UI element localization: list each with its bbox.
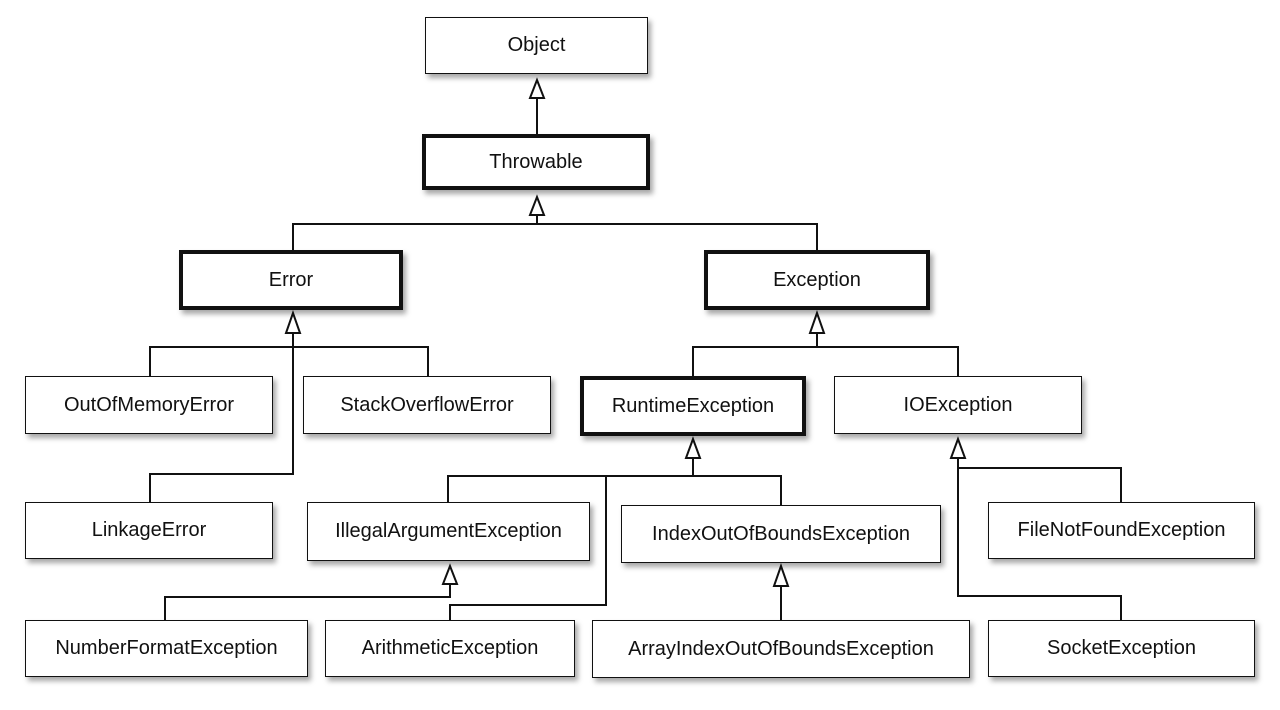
array-index-out-of-bounds-exception-label: ArrayIndexOutOfBoundsException — [628, 637, 934, 660]
edge-number-format-illegal-argument — [164, 584, 451, 620]
arrowhead-object — [528, 77, 546, 99]
out-of-memory-error-node: OutOfMemoryError — [25, 376, 273, 434]
io-exception-label: IOException — [903, 393, 1013, 416]
linkage-error-label: LinkageError — [91, 519, 207, 541]
number-format-exception-label: NumberFormatException — [55, 637, 278, 659]
file-not-found-exception-node: FileNotFoundException — [988, 502, 1255, 559]
object-node: Object — [425, 17, 648, 74]
edge-index-oob-runtime — [692, 458, 782, 505]
stack-overflow-error-label: StackOverflowError — [340, 393, 514, 416]
arrowhead-error — [284, 309, 302, 334]
out-of-memory-error-label: OutOfMemoryError — [63, 393, 235, 416]
error-label: Error — [268, 268, 314, 291]
array-index-out-of-bounds-exception-node: ArrayIndexOutOfBoundsException — [592, 620, 970, 678]
edge-illegal-argument-runtime — [447, 475, 693, 502]
exception-label: Exception — [773, 268, 861, 291]
number-format-exception-node: NumberFormatException — [25, 620, 308, 677]
arrowhead-io-exception — [949, 436, 967, 459]
arrowhead-runtime-exception — [684, 436, 702, 459]
object-label: Object — [507, 34, 566, 56]
runtime-exception-label: RuntimeException — [611, 394, 775, 417]
arrowhead-illegal-argument — [441, 563, 459, 585]
linkage-error-node: LinkageError — [25, 502, 273, 559]
edge-soe-error — [293, 346, 429, 376]
socket-exception-node: SocketException — [988, 620, 1255, 677]
index-out-of-bounds-exception-label: IndexOutOfBoundsException — [652, 522, 910, 545]
edge-file-not-found-io — [958, 467, 1122, 502]
arithmetic-exception-label: ArithmeticException — [361, 637, 539, 659]
runtime-exception-node: RuntimeException — [580, 376, 806, 436]
edge-linkage-error — [149, 333, 294, 502]
io-exception-node: IOException — [834, 376, 1082, 434]
arithmetic-exception-node: ArithmeticException — [325, 620, 575, 677]
arrowhead-index-oob — [772, 562, 790, 587]
edge-runtime-exception — [692, 346, 817, 376]
edge-arithmetic-runtime — [449, 476, 607, 620]
edge-io-exception — [816, 333, 959, 376]
file-not-found-exception-label: FileNotFoundException — [1017, 519, 1226, 541]
arrowhead-throwable — [528, 194, 546, 216]
socket-exception-label: SocketException — [1047, 637, 1196, 659]
throwable-node: Throwable — [422, 134, 650, 190]
stack-overflow-error-node: StackOverflowError — [303, 376, 551, 434]
edge-exception-throwable — [536, 215, 818, 250]
index-out-of-bounds-exception-node: IndexOutOfBoundsException — [621, 505, 941, 563]
edge-error-throwable — [292, 223, 537, 250]
exception-node: Exception — [704, 250, 930, 310]
throwable-label: Throwable — [489, 150, 583, 173]
edge-socket-io — [957, 458, 1122, 620]
edge-oom-error — [149, 346, 293, 376]
illegal-argument-exception-node: IllegalArgumentException — [307, 502, 590, 561]
arrowhead-exception — [808, 309, 826, 334]
error-node: Error — [179, 250, 403, 310]
illegal-argument-exception-label: IllegalArgumentException — [335, 520, 562, 542]
